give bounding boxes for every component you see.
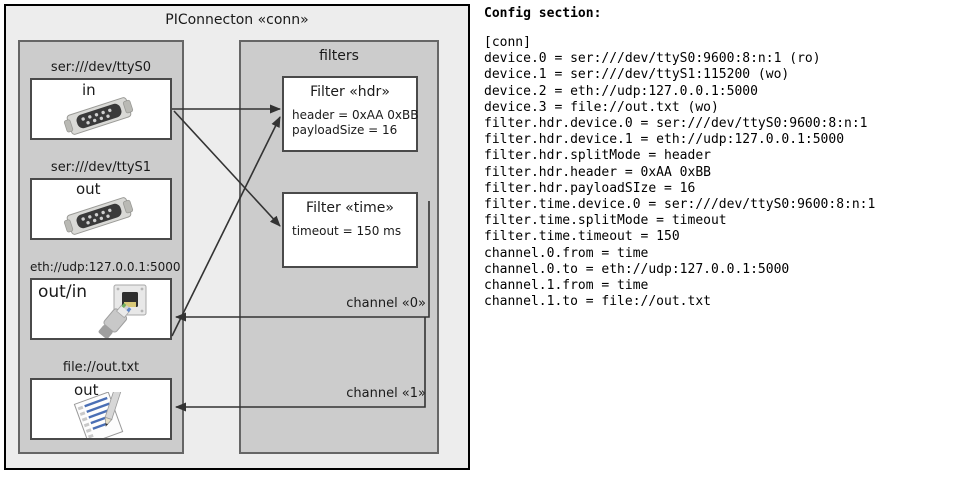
device-direction: out: [76, 180, 101, 198]
device-box: out: [30, 378, 172, 440]
config-text: [conn] device.0 = ser:///dev/ttyS0:9600:…: [484, 35, 876, 310]
channel-1-label: channel «1»: [346, 386, 426, 401]
filters-panel-title: filters: [319, 48, 359, 64]
config-section: Config section: [conn] device.0 = ser://…: [484, 6, 960, 310]
device-label: file://out.txt: [62, 360, 140, 375]
serial-port-icon: [63, 97, 134, 135]
serial-port-icon: [63, 197, 134, 235]
device-direction: out: [74, 381, 99, 399]
filter-node-hdr[interactable]: Filter «hdr» header = 0xAA 0xBB payloadS…: [282, 76, 418, 152]
device-label: eth://udp:127.0.0.1:5000: [30, 260, 181, 274]
ethernet-plug-icon: [98, 284, 147, 338]
filter-node-time[interactable]: Filter «time» timeout = 150 ms: [282, 192, 418, 268]
connection-diagram: PIConnecton «conn» ser:///dev/ttyS0 in: [4, 4, 470, 470]
device-label: ser:///dev/ttyS0: [50, 60, 152, 75]
device-label: ser:///dev/ttyS1: [50, 160, 152, 175]
text-file-icon: [73, 392, 124, 438]
device-node-file[interactable]: file://out.txt out: [30, 360, 172, 442]
device-direction: in: [82, 81, 96, 99]
channel-0-label: channel «0»: [346, 296, 426, 311]
diagram-title: PIConnecton «conn»: [165, 12, 309, 28]
filter-title: Filter «time»: [306, 200, 394, 216]
filter-properties: header = 0xAA 0xBB payloadSize = 16: [292, 108, 419, 137]
device-box: out/in: [30, 278, 172, 340]
device-node-ttys0[interactable]: ser:///dev/ttyS0 in: [30, 60, 172, 142]
device-node-eth[interactable]: eth://udp:127.0.0.1:5000 out/in: [30, 260, 181, 342]
device-box: in: [30, 78, 172, 140]
config-heading: Config section:: [484, 6, 602, 21]
device-node-ttys1[interactable]: ser:///dev/ttyS1 out: [30, 160, 172, 242]
device-box: out: [30, 178, 172, 240]
device-direction: out/in: [38, 282, 88, 302]
filter-properties: timeout = 150 ms: [292, 224, 402, 238]
filter-title: Filter «hdr»: [310, 84, 390, 100]
